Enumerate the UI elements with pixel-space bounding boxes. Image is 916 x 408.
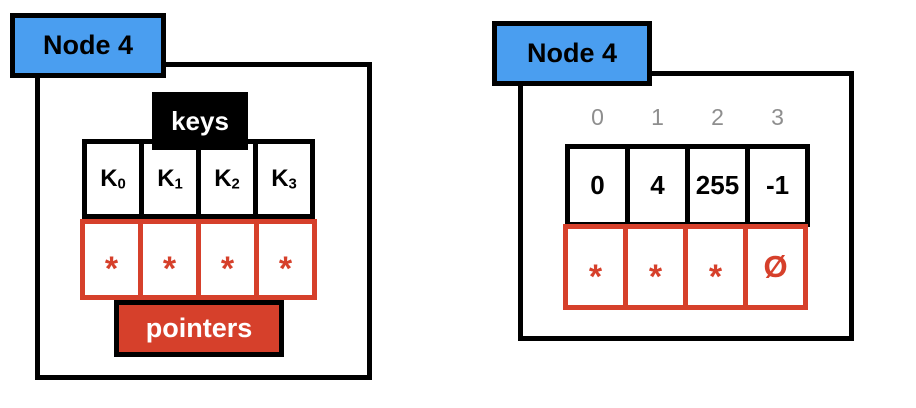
right-index-row: 0 1 2 3 bbox=[565, 104, 810, 131]
key-value: 4 bbox=[650, 170, 665, 200]
key-value: 0 bbox=[590, 170, 605, 200]
right-node-title: Node 4 bbox=[526, 38, 618, 68]
left-keys-badge: keys bbox=[152, 92, 248, 150]
left-pointers-badge: pointers bbox=[114, 300, 284, 357]
pointer-cell: * bbox=[683, 224, 748, 310]
key-value: -1 bbox=[765, 170, 790, 200]
pointer-cell: * bbox=[138, 219, 201, 300]
pointer-asterisk-glyph: * bbox=[708, 257, 723, 296]
pointer-cell: * bbox=[623, 224, 688, 310]
pointer-null-glyph: Ø bbox=[763, 249, 788, 284]
key-cell: -1 bbox=[745, 144, 810, 227]
right-node-title-badge: Node 4 bbox=[492, 21, 652, 86]
pointer-asterisk-glyph: * bbox=[648, 257, 663, 296]
key-cell-label: K1 bbox=[157, 165, 183, 193]
left-node-title: Node 4 bbox=[42, 30, 134, 60]
key-cell: K3 bbox=[253, 139, 315, 219]
left-node-title-badge: Node 4 bbox=[10, 13, 166, 78]
key-cell: 255 bbox=[685, 144, 750, 227]
right-keys-row: 0 4 255 -1 bbox=[565, 144, 810, 227]
left-pointers-row: * * * * bbox=[80, 219, 317, 300]
pointer-asterisk-glyph: * bbox=[588, 257, 603, 296]
index-label: 0 bbox=[591, 104, 604, 130]
pointer-cell: Ø bbox=[743, 224, 808, 310]
index-label: 2 bbox=[711, 104, 724, 130]
key-cell-label: K0 bbox=[100, 165, 126, 193]
pointer-cell: * bbox=[254, 219, 317, 300]
pointer-asterisk-glyph: * bbox=[162, 250, 177, 289]
key-cell: K2 bbox=[196, 139, 258, 219]
left-keys-row: K0 K1 K2 K3 bbox=[82, 139, 315, 219]
key-cell-label: K2 bbox=[214, 165, 240, 193]
pointer-asterisk-glyph: * bbox=[104, 250, 119, 289]
index-label: 3 bbox=[771, 104, 784, 130]
key-cell: K0 bbox=[82, 139, 144, 219]
pointer-cell: * bbox=[563, 224, 628, 310]
index-label: 1 bbox=[651, 104, 664, 130]
key-value: 255 bbox=[695, 170, 740, 200]
pointer-cell: * bbox=[196, 219, 259, 300]
left-keys-badge-label: keys bbox=[171, 105, 229, 136]
pointer-asterisk-glyph: * bbox=[278, 250, 293, 289]
pointer-asterisk-glyph: * bbox=[220, 250, 235, 289]
key-cell-label: K3 bbox=[271, 165, 297, 193]
right-pointers-row: * * * Ø bbox=[563, 224, 808, 310]
pointer-cell: * bbox=[80, 219, 143, 300]
key-cell: K1 bbox=[139, 139, 201, 219]
left-pointers-badge-label: pointers bbox=[145, 313, 253, 343]
key-cell: 4 bbox=[625, 144, 690, 227]
key-cell: 0 bbox=[565, 144, 630, 227]
